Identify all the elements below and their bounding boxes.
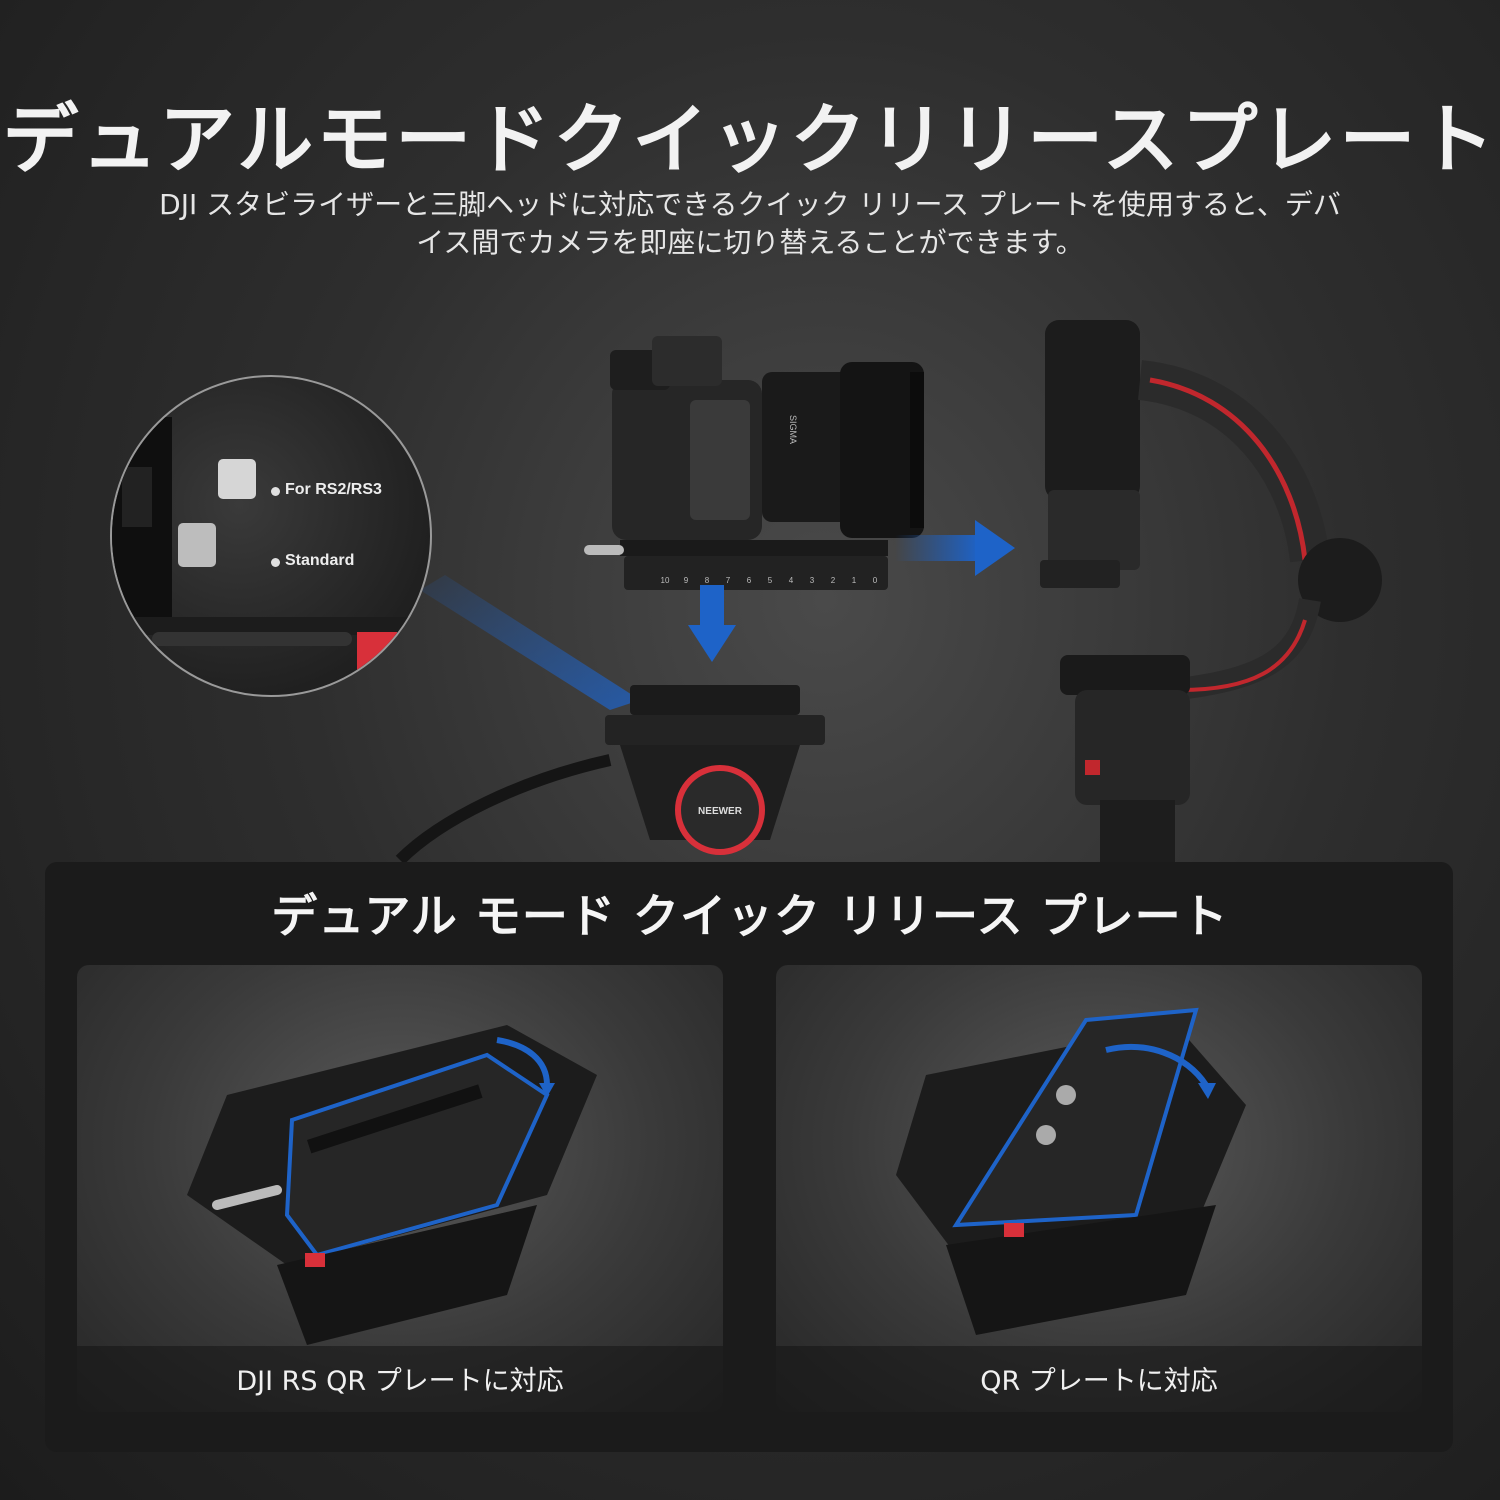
subtitle-line-1: DJI スタビライザーと三脚ヘッドに対応できるクイック リリース プレートを使用… [159, 188, 1341, 221]
plate-scale-label: 9 [684, 576, 689, 585]
plate-scale-label: 2 [831, 576, 836, 585]
gimbal-illustration [1040, 320, 1382, 880]
plate-scale-label: 1 [852, 576, 857, 585]
zoom-detail-circle: For RS2/RS3 Standard [110, 375, 432, 697]
arrow-right-icon [895, 520, 1015, 576]
plate-scale-label: 0 [873, 576, 878, 585]
plate-scale-label: 6 [747, 576, 752, 585]
caption-bar [776, 1346, 1422, 1412]
card-qr-plate: QR プレートに対応 [776, 965, 1422, 1412]
page-title: デュアルモードクイックリリースプレート [2, 95, 1498, 184]
section-title: デュアル モード クイック リリース プレート [271, 889, 1229, 943]
zoom-beam [420, 575, 640, 710]
tripod-head-illustration: NEEWER [395, 685, 825, 865]
page-subtitle: DJI スタビライザーと三脚ヘッドに対応できるクイック リリース プレートを使用… [110, 186, 1390, 262]
card-caption-dji: DJI RS QR プレートに対応 [236, 1366, 564, 1397]
dji-plate-illustration [187, 1025, 597, 1345]
plate-scale-label: 5 [768, 576, 773, 585]
plate-scale-label: 3 [810, 576, 815, 585]
rotate-arrow-icon [1105, 1043, 1209, 1087]
camera-illustration: SIGMA [610, 336, 924, 540]
rs-mode-label: For RS2/RS3 [285, 481, 382, 498]
lens-brand-text: SIGMA [788, 415, 798, 444]
rs-mode-dot [271, 487, 280, 496]
standard-mode-label: Standard [285, 552, 355, 569]
card-caption-qr: QR プレートに対応 [980, 1366, 1218, 1397]
rotate-arrow-icon [496, 1037, 550, 1086]
head-brand-text: NEEWER [698, 806, 743, 817]
standard-mode-dot [271, 558, 280, 567]
plate-scale-label: 10 [661, 576, 670, 585]
plate-scale-label: 7 [726, 576, 731, 585]
plate-scale-label: 8 [705, 576, 710, 585]
camera-plate [584, 540, 888, 590]
caption-bar [77, 1346, 723, 1412]
qr-plate-illustration [896, 1007, 1246, 1335]
subtitle-line-2: イス間でカメラを即座に切り替えることができます。 [416, 226, 1084, 259]
zoom-detail-art [112, 417, 430, 672]
plate-scale-label: 4 [789, 576, 794, 585]
card-dji-rs-plate: DJI RS QR プレートに対応 [77, 965, 723, 1412]
arrow-down-icon [688, 585, 736, 662]
